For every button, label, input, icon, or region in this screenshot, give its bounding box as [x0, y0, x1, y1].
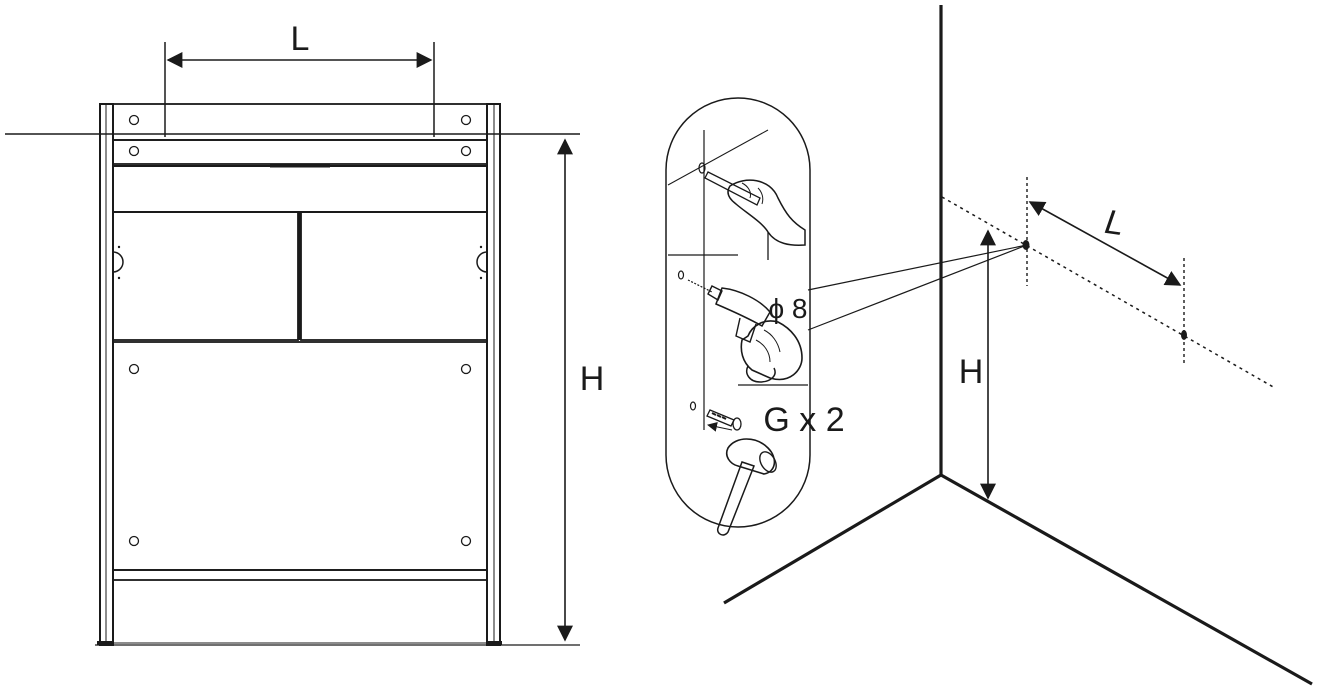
mounting-hole-point — [1022, 240, 1030, 250]
pencil-icon — [704, 171, 806, 260]
drill-diameter-label: ϕ 8 — [768, 293, 807, 324]
right-door — [300, 211, 488, 341]
mounting-guide-line — [941, 196, 1276, 389]
rail-hole — [128, 145, 140, 157]
mounting-hole-point — [1181, 330, 1187, 340]
callout-line — [807, 244, 1028, 291]
second-mounting-rail — [112, 139, 488, 165]
wall-plug-icon — [706, 409, 742, 431]
hammer-icon — [716, 438, 777, 536]
callout-line — [807, 244, 1028, 331]
anchor-count-label: G x 2 — [763, 401, 844, 439]
hinge-cutout — [476, 251, 488, 273]
panel-hole — [128, 363, 140, 375]
drilling-instruction-panel: ϕ 8 G x 2 — [665, 97, 1028, 536]
left-door — [112, 211, 299, 341]
hinge-cutout — [112, 251, 124, 273]
panel-hole — [128, 535, 140, 547]
panel-hole — [460, 535, 472, 547]
instruction-capsule — [665, 97, 811, 528]
floor-left-edge — [723, 473, 942, 605]
spacing-dimension-line — [1028, 201, 1182, 286]
top-drawer — [112, 165, 488, 213]
mount-height-label: H — [959, 353, 984, 391]
rail-hole — [460, 114, 472, 126]
spacing-label: L — [1103, 203, 1127, 243]
bottom-rail — [112, 569, 488, 581]
height-label: H — [580, 360, 605, 398]
panel-hole — [460, 363, 472, 375]
rail-hole — [128, 114, 140, 126]
drill-icon — [687, 279, 803, 383]
back-panel — [112, 341, 488, 571]
floor-right-edge — [940, 473, 1313, 686]
plug-hole — [689, 401, 697, 411]
wall-corner-view: L H — [723, 5, 1313, 686]
mark-point — [698, 162, 706, 174]
width-label: L — [291, 20, 310, 58]
drill-hole — [677, 270, 685, 280]
insert-arrow — [707, 421, 733, 432]
rail-hole — [460, 145, 472, 157]
cabinet-front-view: L H — [5, 20, 605, 646]
